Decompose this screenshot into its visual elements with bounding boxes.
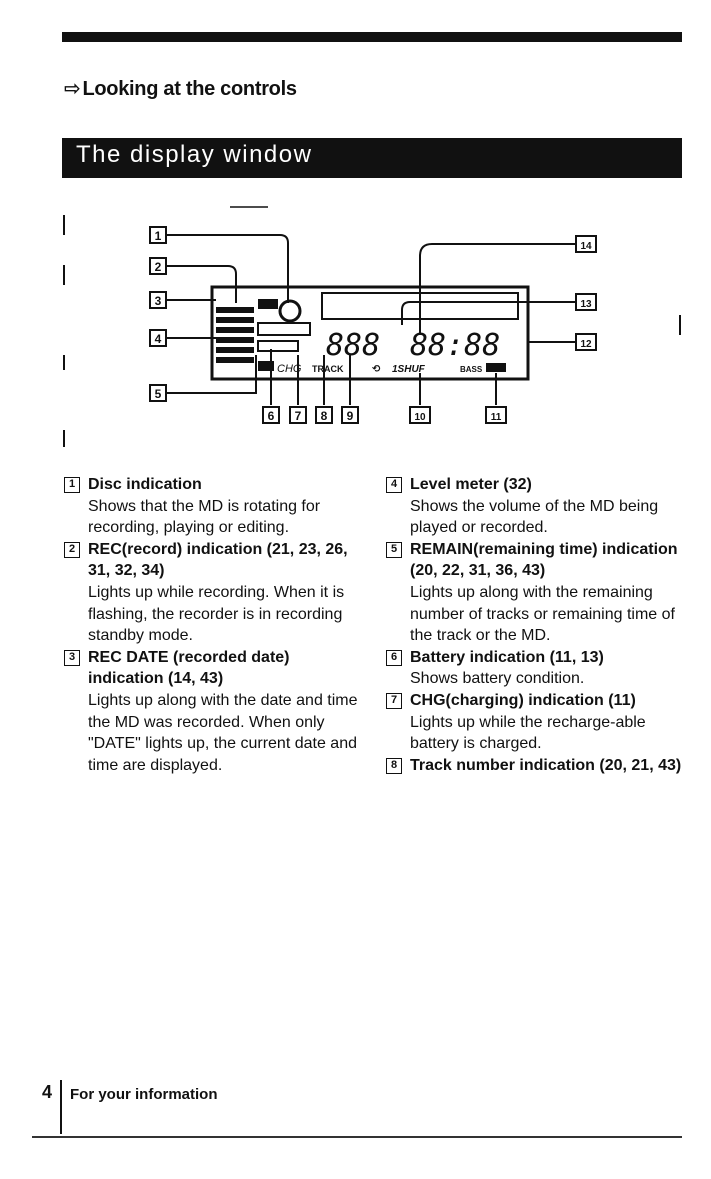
entry-number: 2 bbox=[64, 541, 80, 558]
bass-indicator-icon bbox=[486, 363, 506, 372]
callout-3: 3 bbox=[155, 294, 162, 308]
rec-date-indicator-icon bbox=[257, 322, 311, 336]
battery-icon bbox=[258, 361, 274, 371]
entry-disc-indication: 1 Disc indication Shows that the MD is r… bbox=[64, 474, 364, 539]
section-bar: The display window bbox=[62, 138, 682, 178]
callout-4: 4 bbox=[155, 332, 162, 346]
bottom-rule bbox=[32, 1136, 682, 1138]
entry-desc: Lights up along with the remaining numbe… bbox=[410, 583, 675, 645]
entry-term: REC(record) indication (21, 23, 26, 31, … bbox=[88, 540, 348, 580]
callout-9: 9 bbox=[347, 409, 354, 423]
entry-term: REC DATE (recorded date) indication (14,… bbox=[88, 648, 290, 688]
arrow-icon: ⇨ bbox=[64, 78, 81, 100]
callout-12: 12 bbox=[580, 339, 592, 350]
shuffle-label: 1SHUF bbox=[392, 364, 426, 375]
display-window-figure: 888 88:88 CHG TRACK ⟲ 1SHUF BASS bbox=[0, 195, 711, 455]
entry-desc: Lights up along with the date and time t… bbox=[88, 691, 358, 774]
breadcrumb-text: Looking at the controls bbox=[82, 78, 297, 100]
entry-term: Level meter (32) bbox=[410, 476, 532, 493]
left-column: 1 Disc indication Shows that the MD is r… bbox=[64, 474, 364, 776]
entry-number: 8 bbox=[386, 757, 402, 774]
entry-rec-indication: 2 REC(record) indication (21, 23, 26, 31… bbox=[64, 539, 364, 647]
chg-label: CHG bbox=[277, 363, 302, 375]
callout-6: 6 bbox=[268, 409, 275, 423]
bass-label: BASS bbox=[460, 365, 483, 374]
display-time: 88:88 bbox=[410, 328, 500, 363]
track-label: TRACK bbox=[312, 364, 344, 374]
display-digits: 888 bbox=[326, 328, 380, 363]
entry-rec-date-indication: 3 REC DATE (recorded date) indication (1… bbox=[64, 647, 364, 777]
section-title: The display window bbox=[76, 141, 313, 168]
breadcrumb: ⇨Looking at the controls bbox=[64, 76, 297, 101]
callout-14: 14 bbox=[580, 241, 592, 252]
entry-desc: Shows that the MD is rotating for record… bbox=[88, 497, 321, 537]
entry-number: 7 bbox=[386, 692, 402, 709]
entry-desc: Lights up while the recharge-able batter… bbox=[410, 713, 646, 753]
level-meter-icon bbox=[216, 307, 254, 363]
disc-icon bbox=[278, 299, 302, 323]
entry-number: 5 bbox=[386, 541, 402, 558]
callout-2: 2 bbox=[155, 260, 162, 274]
right-column: 4 Level meter (32) Shows the volume of t… bbox=[386, 474, 696, 776]
entry-term: Disc indication bbox=[88, 476, 202, 493]
entry-desc: Shows battery condition. bbox=[410, 670, 585, 688]
entry-number: 1 bbox=[64, 477, 80, 493]
display-diagram: 888 88:88 CHG TRACK ⟲ 1SHUF BASS bbox=[63, 206, 681, 447]
entry-term: CHG(charging) indication (11) bbox=[410, 691, 636, 709]
entry-desc: Shows the volume of the MD being played … bbox=[410, 497, 659, 537]
repeat-icon: ⟲ bbox=[372, 364, 381, 375]
entry-track-number-indication: 8 Track number indication (20, 21, 43) bbox=[386, 755, 696, 777]
callout-1: 1 bbox=[155, 229, 162, 243]
entry-level-meter: 4 Level meter (32) Shows the volume of t… bbox=[386, 474, 696, 539]
top-rule bbox=[62, 32, 682, 42]
callout-7: 7 bbox=[295, 409, 302, 423]
footer-section: For your information bbox=[70, 1086, 218, 1103]
entry-number: 4 bbox=[386, 477, 402, 493]
page-number: 4 bbox=[42, 1082, 53, 1102]
callout-8: 8 bbox=[321, 409, 328, 423]
entry-battery-indication: 6 Battery indication (11, 13) Shows batt… bbox=[386, 647, 696, 690]
entry-remain-indication: 5 REMAIN(remaining time) indication (20,… bbox=[386, 539, 696, 647]
callout-13: 13 bbox=[580, 299, 592, 310]
entry-chg-indication: 7 CHG(charging) indication (11) Lights u… bbox=[386, 690, 696, 755]
entry-number: 6 bbox=[386, 649, 402, 666]
entry-term: Track number indication (20, 21, 43) bbox=[410, 756, 682, 774]
entry-number: 3 bbox=[64, 649, 80, 666]
entry-term: REMAIN(remaining time) indication (20, 2… bbox=[410, 540, 678, 580]
callout-10: 10 bbox=[414, 412, 426, 423]
callout-5: 5 bbox=[155, 387, 162, 401]
footer-divider bbox=[60, 1080, 62, 1134]
rec-indicator-icon bbox=[258, 299, 278, 309]
remain-indicator-icon bbox=[257, 340, 299, 352]
callout-11: 11 bbox=[491, 412, 502, 423]
entry-desc: Lights up while recording. When it is fl… bbox=[88, 583, 345, 645]
entry-term: Battery indication (11, 13) bbox=[410, 648, 604, 666]
